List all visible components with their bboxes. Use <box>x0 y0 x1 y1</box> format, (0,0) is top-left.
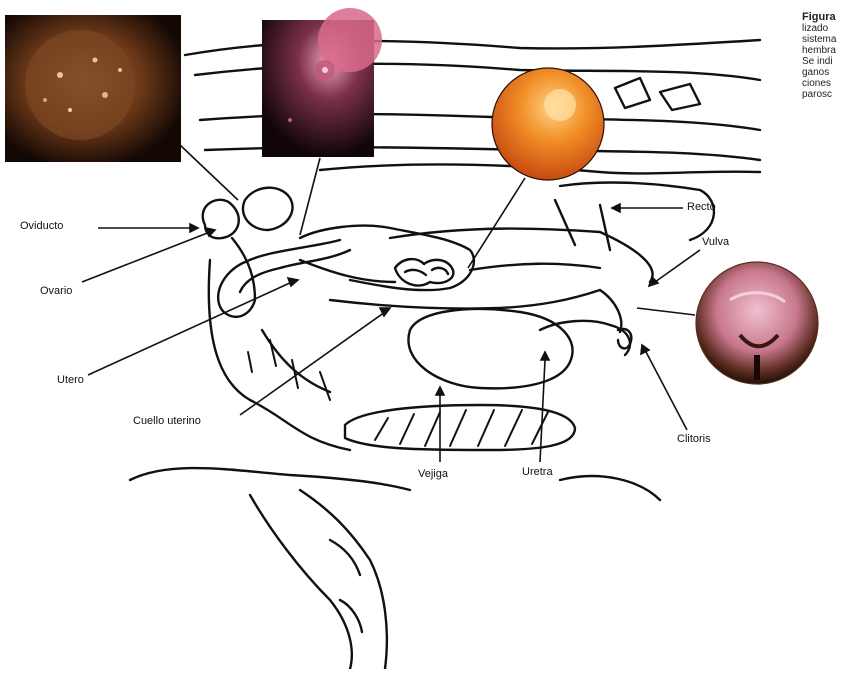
leg-outer <box>250 495 352 669</box>
uterus-horn-outer <box>218 238 340 317</box>
caption-title: Figura <box>802 12 851 23</box>
label-utero: Utero <box>57 374 84 386</box>
ovary-body <box>243 188 293 230</box>
label-vejiga: Vejiga <box>418 468 448 480</box>
caption-line: ganos <box>802 67 851 78</box>
cervix-inner <box>405 268 448 275</box>
arrow-clitoris <box>645 350 687 430</box>
label-uretra: Uretra <box>522 466 553 478</box>
label-cuello-uterino: Cuello uterino <box>133 415 201 427</box>
anatomy-outline <box>130 40 760 669</box>
orange-sphere-photo <box>492 68 604 180</box>
back-vertebrae <box>615 78 650 108</box>
label-clitoris: Clitoris <box>677 433 711 445</box>
tail-contour <box>560 476 660 500</box>
caption-line: ciones <box>802 78 851 89</box>
figure-caption: Figura lizado sistema hembra Se indi gan… <box>802 12 851 100</box>
arrow-cuello <box>240 312 385 415</box>
rectum-inner-2 <box>555 200 575 245</box>
abdomen-strokes <box>248 340 330 400</box>
rectum-inner-3 <box>600 205 610 250</box>
bladder <box>408 309 572 388</box>
back-vertebrae-2 <box>660 84 700 110</box>
leader-photo-2 <box>300 158 320 235</box>
label-ovario: Ovario <box>40 285 72 297</box>
arrow-ovario <box>82 232 210 282</box>
leg-detail <box>330 540 362 632</box>
arrow-utero <box>88 282 292 375</box>
caption-line: Se indi <box>802 56 851 67</box>
caption-line: sistema <box>802 34 851 45</box>
microscopy-photo-ovary <box>5 15 181 162</box>
label-oviducto: Oviducto <box>20 220 63 232</box>
leader-photo-1 <box>180 145 238 200</box>
urethra <box>540 321 630 355</box>
leader-photo-4 <box>637 308 695 315</box>
caption-line: parosc <box>802 89 851 100</box>
caption-line: lizado <box>802 23 851 34</box>
leg-inner <box>300 490 387 669</box>
label-recto: Recto <box>687 201 716 213</box>
caption-line: hembra <box>802 45 851 56</box>
pelvic-hatching <box>375 410 548 446</box>
vagina-lower <box>330 290 600 309</box>
label-vulva: Vulva <box>702 236 729 248</box>
lower-contour <box>130 468 410 490</box>
microscopy-photo-oviduct <box>262 8 382 157</box>
vulva-circle-photo <box>696 262 818 384</box>
leader-photo-3 <box>468 178 525 268</box>
arrow-vulva <box>655 250 700 282</box>
